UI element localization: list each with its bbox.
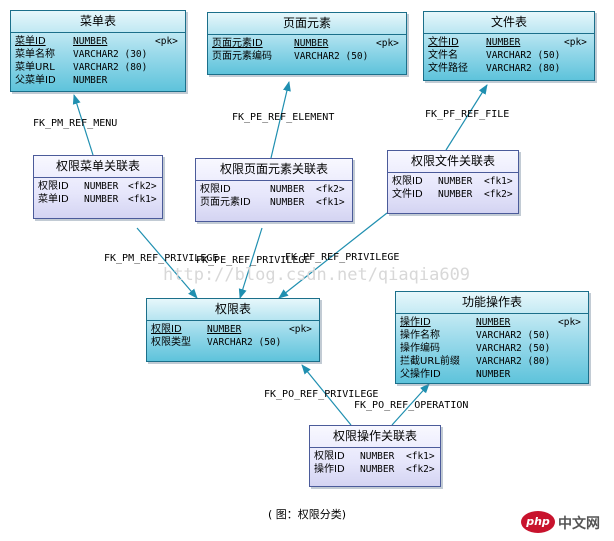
entity-menu-title: 菜单表 <box>11 11 185 33</box>
line-po-privilege <box>301 364 352 426</box>
line-pe-privilege <box>238 227 263 299</box>
line-pe-element <box>270 81 291 159</box>
line-pf-file <box>445 84 488 151</box>
entity-privilege-file-title: 权限文件关联表 <box>388 151 518 173</box>
fk-label-pm-ref-menu: FK_PM_REF_MENU <box>33 118 118 129</box>
figure-caption: ( 图：权限分类) <box>267 508 347 521</box>
line-pf-privilege <box>278 212 388 299</box>
fk-label-po-ref-privilege: FK_PO_REF_PRIVILEGE <box>264 389 379 400</box>
entity-file-title: 文件表 <box>424 12 594 34</box>
line-po-operation <box>391 383 430 426</box>
line-pm-menu <box>72 94 94 156</box>
php-cn-logo: php 中文网 <box>521 511 609 533</box>
fk-label-po-ref-operation: FK_PO_REF_OPERATION <box>354 400 469 411</box>
fk-label-pe-ref-privilege: FK_PE_REF_PRIVILEGE <box>196 255 311 266</box>
entity-privilege-element-title: 权限页面元素关联表 <box>196 159 352 181</box>
entity-privilege-menu-title: 权限菜单关联表 <box>34 156 162 178</box>
entity-privilege-title: 权限表 <box>147 299 319 321</box>
entity-page-element-title: 页面元素 <box>208 13 406 35</box>
watermark-text: http://blog.csdn.net/qiaqia609 <box>163 265 471 285</box>
line-pm-privilege <box>136 227 198 299</box>
entity-operation-title: 功能操作表 <box>396 292 588 314</box>
entity-privilege-operation-title: 权限操作关联表 <box>310 426 440 448</box>
fk-label-pf-ref-privilege: FK_PF_REF_PRIVILEGE <box>285 252 400 263</box>
php-logo-text: 中文网 <box>558 516 600 532</box>
php-logo-badge: php <box>521 511 555 533</box>
fk-label-pf-ref-file: FK_PF_REF_FILE <box>425 109 510 120</box>
fk-label-pm-ref-privilege: FK_PM_REF_PRIVILEGE <box>104 253 219 264</box>
fk-label-pe-ref-element: FK_PE_REF_ELEMENT <box>232 112 335 123</box>
